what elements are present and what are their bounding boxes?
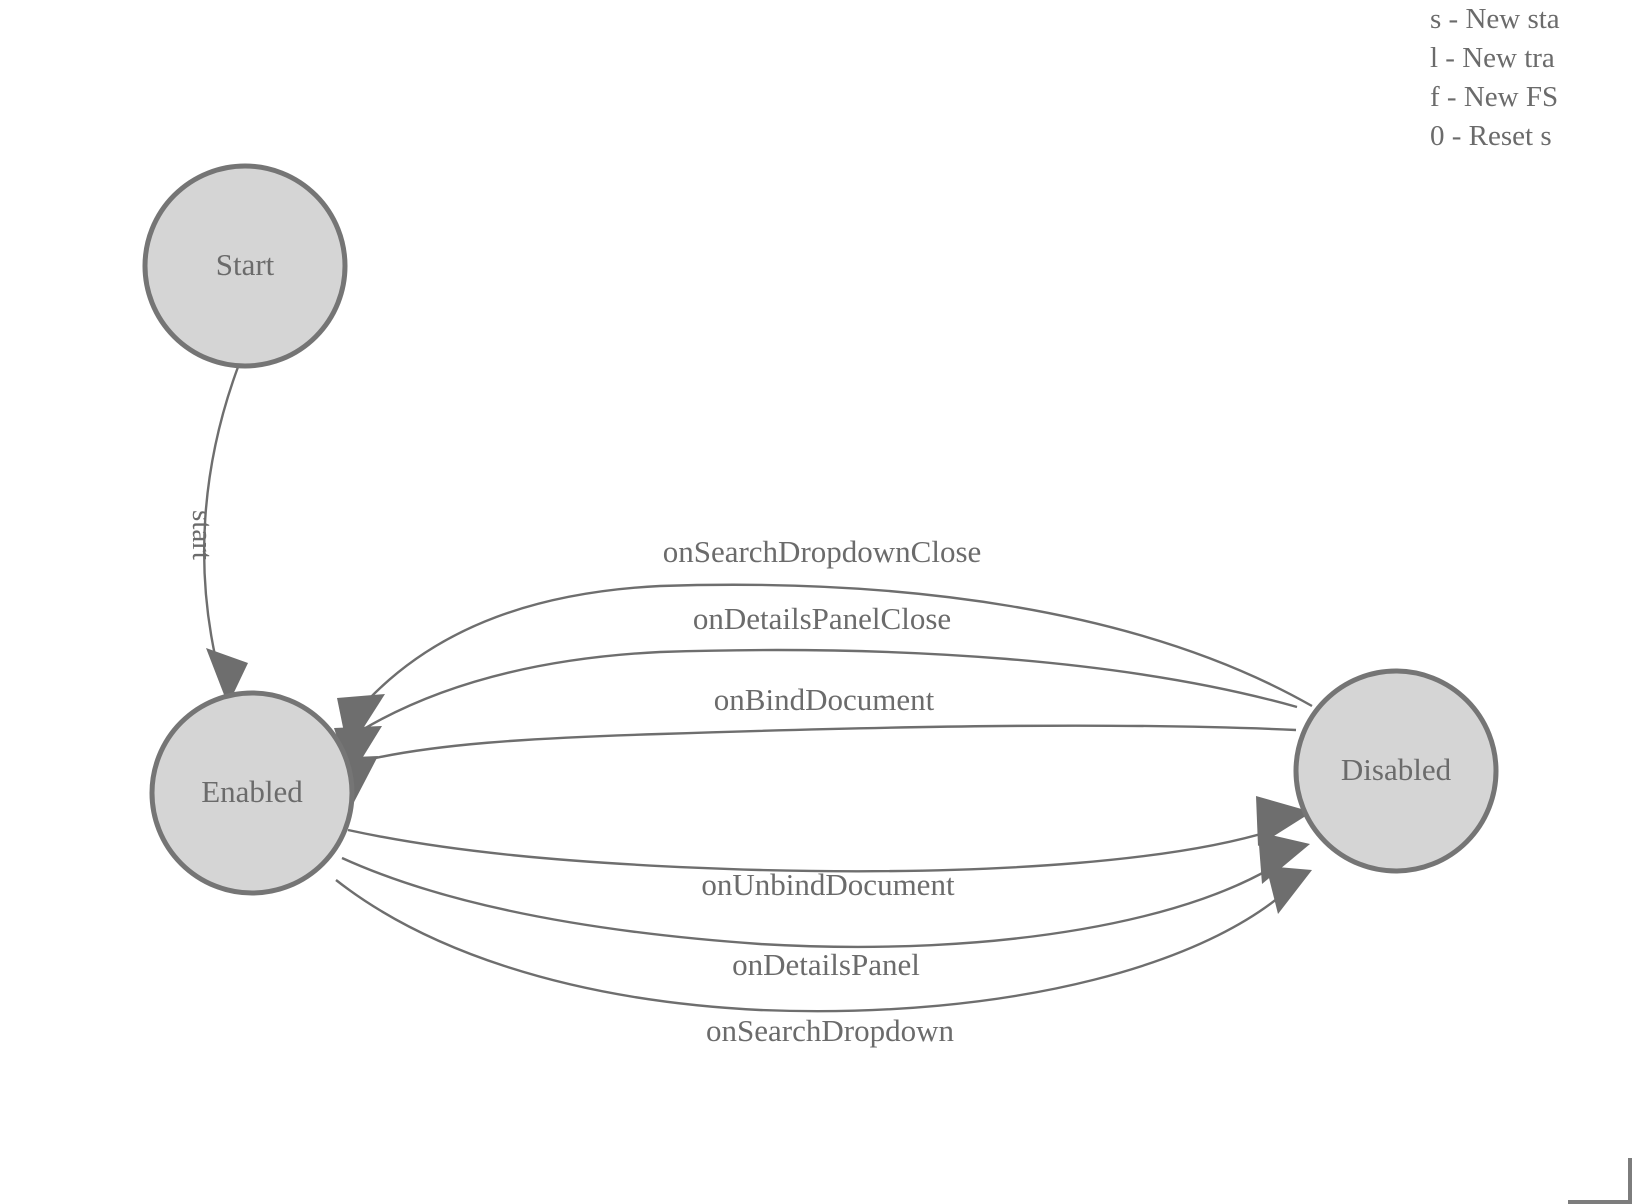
- node-disabled-circle: [1293, 668, 1499, 874]
- transition-on-bind-document[interactable]: onBindDocument: [332, 682, 1297, 806]
- transition-on-bind-document-path: [357, 724, 1297, 764]
- transition-on-details-panel-close-path: [361, 648, 1298, 732]
- transition-on-unbind-document-arrowhead: [1256, 796, 1312, 846]
- legend-line-reset: 0 - Reset s: [1430, 120, 1552, 152]
- window-frame-bottom-edge: [1568, 1200, 1632, 1204]
- transition-on-search-dropdown-path: [335, 875, 1303, 1013]
- transition-on-unbind-document-label: onUnbindDocument: [701, 867, 955, 902]
- node-start-label: Start: [216, 247, 275, 282]
- keyboard-shortcut-legend: s - New sta l - New tra f - New FS 0 - R…: [1430, 0, 1632, 156]
- node-start[interactable]: Start: [142, 163, 348, 369]
- transition-start-path: [202, 366, 240, 661]
- legend-line-new-state: s - New sta: [1430, 3, 1560, 35]
- transition-start[interactable]: start: [186, 366, 248, 705]
- node-enabled[interactable]: Enabled: [149, 690, 355, 896]
- transition-on-search-dropdown-arrowhead: [1266, 866, 1312, 914]
- transition-start-label: start: [186, 510, 218, 560]
- transition-on-search-dropdown[interactable]: onSearchDropdown: [335, 866, 1312, 1048]
- node-enabled-circle: [149, 690, 355, 896]
- transition-start-arrowhead: [206, 648, 248, 705]
- transition-on-search-dropdown-close-label: onSearchDropdownClose: [663, 534, 982, 569]
- legend-line-new-fsm: f - New FS: [1430, 81, 1559, 113]
- transition-on-search-dropdown-label: onSearchDropdown: [706, 1013, 954, 1048]
- transition-on-unbind-document-path: [347, 824, 1287, 873]
- transition-on-details-panel-label: onDetailsPanel: [732, 947, 920, 982]
- transition-on-bind-document-label: onBindDocument: [714, 682, 935, 717]
- transition-on-search-dropdown-close[interactable]: onSearchDropdownClose: [337, 534, 1313, 752]
- node-enabled-label: Enabled: [201, 774, 303, 809]
- transition-on-search-dropdown-close-path: [367, 583, 1313, 708]
- legend-line-new-transition: l - New tra: [1430, 42, 1555, 74]
- node-disabled[interactable]: Disabled: [1293, 668, 1499, 874]
- window-frame-right-edge: [1628, 1158, 1632, 1204]
- node-start-circle: [142, 163, 348, 369]
- transition-on-unbind-document[interactable]: onUnbindDocument: [347, 796, 1312, 902]
- node-disabled-label: Disabled: [1341, 752, 1452, 787]
- transition-on-details-panel[interactable]: onDetailsPanel: [341, 832, 1310, 982]
- transition-on-details-panel-path: [341, 855, 1291, 949]
- transition-on-details-panel-close-label: onDetailsPanelClose: [693, 601, 951, 636]
